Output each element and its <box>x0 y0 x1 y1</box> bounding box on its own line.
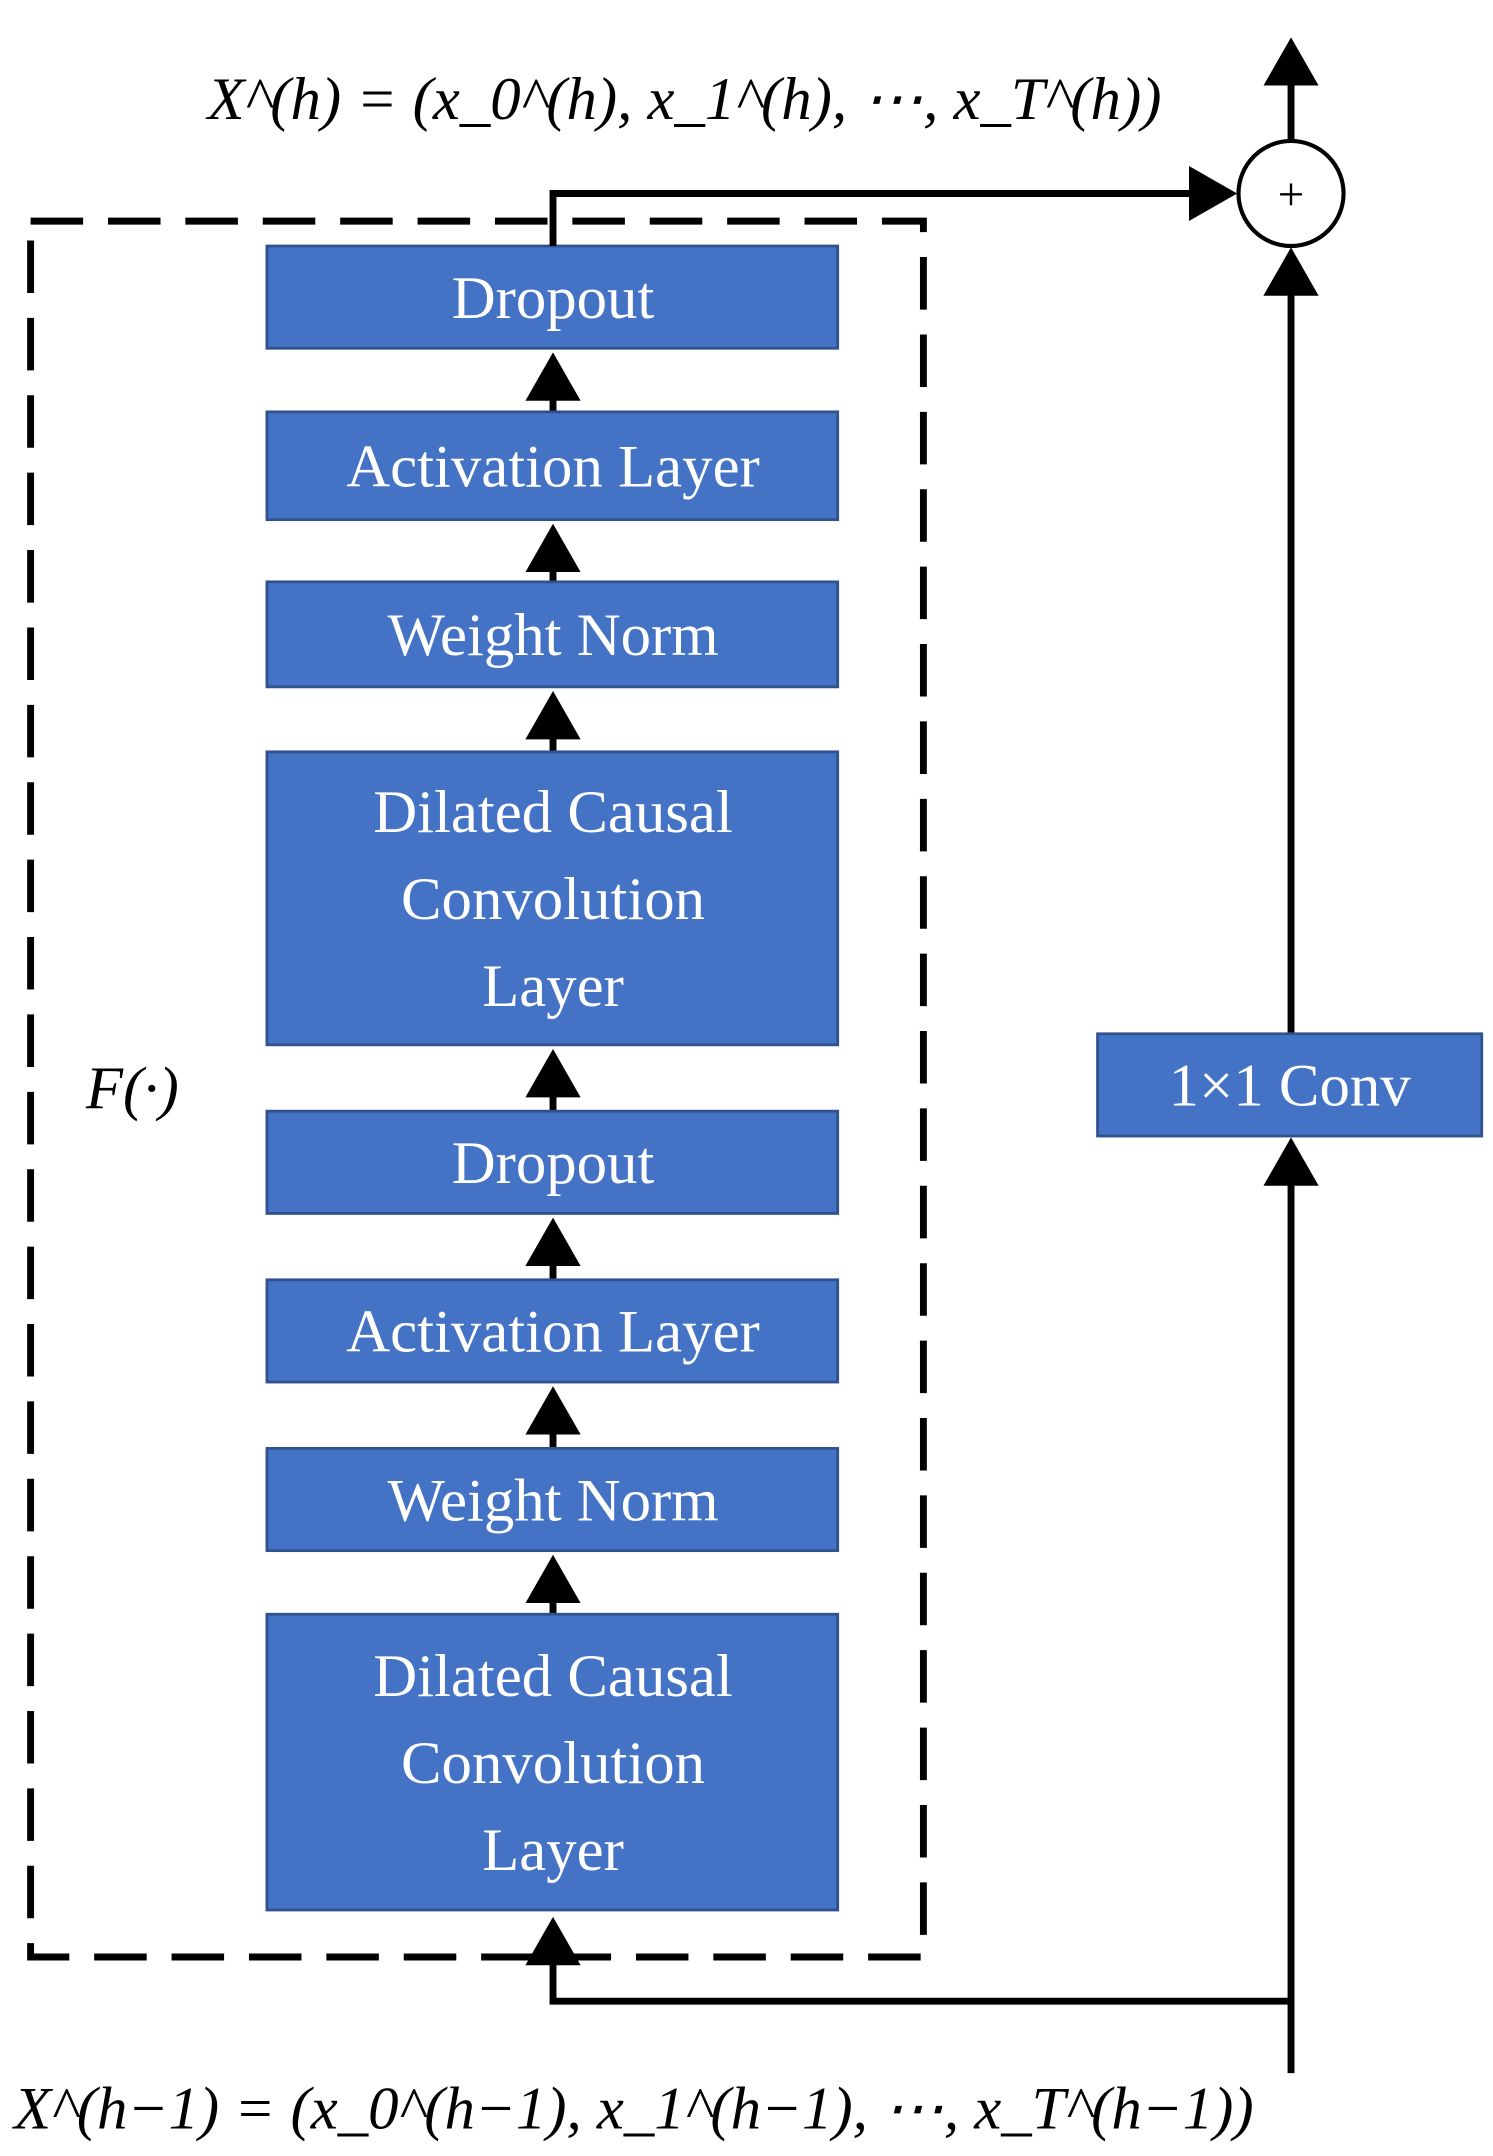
conv-1x1-label: 1×1 Conv <box>1169 1053 1412 1120</box>
residual-output-arrow <box>549 165 1238 247</box>
input-arrow <box>525 1916 1295 2074</box>
layer-block <box>265 244 840 350</box>
layer-label: Convolution <box>401 1730 705 1797</box>
layer-label: Dilated Causal <box>373 1643 733 1710</box>
input-formula: X^(h−1) = (x_0^(h−1), x_1^(h−1), ⋯, x_T^… <box>11 2075 1254 2142</box>
layer-label: Dropout <box>452 265 655 332</box>
layer-block <box>265 410 840 522</box>
layer-label: Layer <box>482 953 624 1020</box>
sum-node <box>1236 138 1346 249</box>
layer-block <box>265 1612 840 1912</box>
layer-label: Dilated Causal <box>373 779 733 846</box>
layer-label: Weight Norm <box>387 1467 718 1534</box>
layer-block <box>265 1109 840 1215</box>
layer-label: Dropout <box>452 1130 655 1197</box>
layer-block <box>265 1278 840 1384</box>
layer-label: Convolution <box>401 866 705 933</box>
layer-label: Layer <box>482 1817 624 1884</box>
layer-label: Activation Layer <box>346 433 760 500</box>
layer-block <box>265 580 840 689</box>
layer-block <box>265 750 840 1047</box>
output-formula: X^(h) = (x_0^(h), x_1^(h), ⋯, x_T^(h)) <box>205 66 1162 133</box>
layer-block <box>265 1447 840 1553</box>
plus-icon: + <box>1278 169 1305 221</box>
conv-1x1-block <box>1096 1032 1484 1138</box>
function-label: F(·) <box>85 1055 179 1122</box>
layer-label: Weight Norm <box>387 602 718 669</box>
layer-label: Activation Layer <box>346 1299 760 1366</box>
